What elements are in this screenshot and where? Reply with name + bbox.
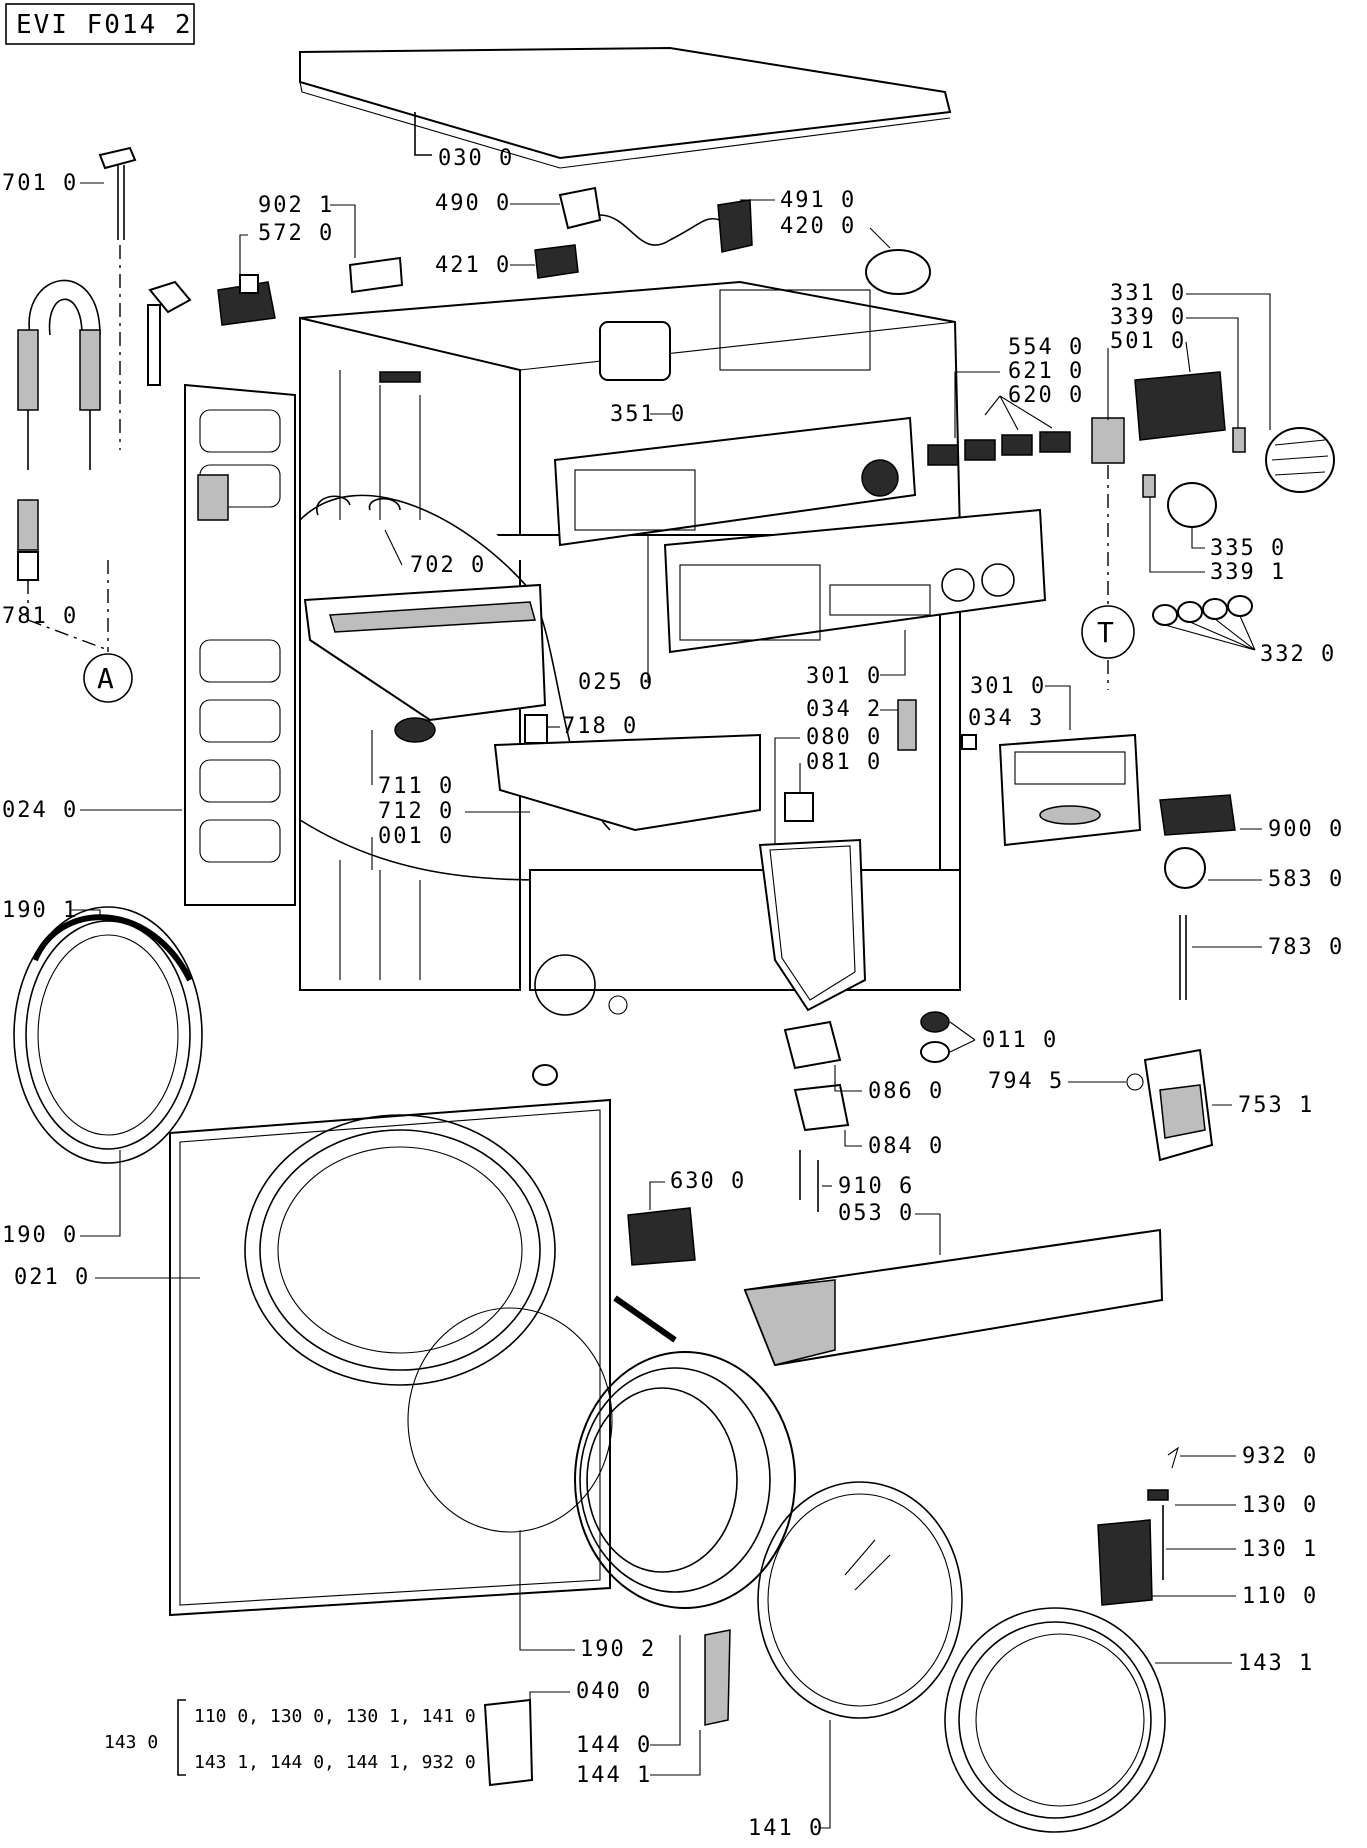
label-081-0: 081 0 xyxy=(806,750,882,775)
marker-a-text: A xyxy=(97,662,116,695)
label-130-0: 130 0 xyxy=(1242,1493,1318,1518)
marker-a: A xyxy=(27,560,133,703)
door-switch-part xyxy=(758,699,977,1012)
label-421-0: 421 0 xyxy=(435,253,511,278)
title-text: EVI F014 2 xyxy=(16,10,193,40)
label-130-1: 130 1 xyxy=(1242,1537,1318,1562)
label-053-0: 053 0 xyxy=(838,1201,914,1226)
hose-assembly-part xyxy=(17,146,137,620)
fascia-panel-part xyxy=(663,508,1047,654)
label-110-0: 110 0 xyxy=(1242,1584,1318,1609)
marker-t: T xyxy=(1081,605,1135,690)
label-900-0: 900 0 xyxy=(1268,817,1344,842)
label-001-0: 001 0 xyxy=(378,824,454,849)
label-572-0: 572 0 xyxy=(258,221,334,246)
front-panel-part xyxy=(169,1098,677,1617)
label-086-0: 086 0 xyxy=(868,1079,944,1104)
group-note-ref: 143 0 xyxy=(104,1732,158,1753)
mains-cable-part xyxy=(534,186,931,295)
group-note: 143 0 110 0, 130 0, 130 1, 141 0 143 1, … xyxy=(104,1699,476,1776)
label-034-2: 034 2 xyxy=(806,697,882,722)
label-190-0: 190 0 xyxy=(2,1223,78,1248)
switch-modules-part xyxy=(927,417,1125,466)
label-630-0: 630 0 xyxy=(670,1169,746,1194)
door-inner-frame-part xyxy=(574,1351,796,1609)
filter-and-screws-part xyxy=(627,1150,1164,1367)
group-note-line2: 143 1, 144 0, 144 1, 932 0 xyxy=(194,1752,476,1773)
label-301-0-a: 301 0 xyxy=(806,664,882,689)
pressure-switch-part xyxy=(1159,794,1236,1000)
label-491-0: 491 0 xyxy=(780,188,856,213)
label-902-1: 902 1 xyxy=(258,193,334,218)
door-handle-part xyxy=(1097,1446,1179,1606)
feet-part xyxy=(532,1011,950,1086)
label-753-1: 753 1 xyxy=(1238,1093,1314,1118)
label-910-6: 910 6 xyxy=(838,1174,914,1199)
label-339-1: 339 1 xyxy=(1210,560,1286,585)
label-011-0: 011 0 xyxy=(982,1028,1058,1053)
label-554-0: 554 0 xyxy=(1008,335,1084,360)
label-583-0: 583 0 xyxy=(1268,867,1344,892)
label-718-0: 718 0 xyxy=(562,714,638,739)
back-panel-part xyxy=(184,383,296,906)
label-621-0: 621 0 xyxy=(1008,359,1084,384)
label-025-0: 025 0 xyxy=(578,670,654,695)
label-141-0: 141 0 xyxy=(748,1816,824,1841)
button-set-part xyxy=(1152,595,1253,626)
label-190-1: 190 1 xyxy=(2,898,78,923)
label-711-0: 711 0 xyxy=(378,774,454,799)
label-021-0: 021 0 xyxy=(14,1265,90,1290)
label-932-0: 932 0 xyxy=(1242,1444,1318,1469)
label-144-1: 144 1 xyxy=(576,1763,652,1788)
label-030-0: 030 0 xyxy=(438,146,514,171)
door-hinge-part xyxy=(483,1629,731,1787)
label-144-0: 144 0 xyxy=(576,1733,652,1758)
label-331-0: 331 0 xyxy=(1110,281,1186,306)
hose-clip-part xyxy=(316,495,401,516)
water-valve-part xyxy=(147,256,404,386)
door-seal-part xyxy=(13,906,203,1164)
label-301-0-b: 301 0 xyxy=(970,674,1046,699)
programmer-part xyxy=(1134,371,1335,528)
label-351-0: 351 0 xyxy=(610,402,686,427)
label-080-0: 080 0 xyxy=(806,725,882,750)
label-420-0: 420 0 xyxy=(780,214,856,239)
marker-t-text: T xyxy=(1097,616,1116,649)
label-712-0: 712 0 xyxy=(378,799,454,824)
label-034-3: 034 3 xyxy=(968,706,1044,731)
label-702-0: 702 0 xyxy=(410,553,486,578)
label-620-0: 620 0 xyxy=(1008,383,1084,408)
door-glass-part xyxy=(757,1481,963,1719)
diagram-title: EVI F014 2 xyxy=(5,3,195,45)
label-490-0: 490 0 xyxy=(435,191,511,216)
label-190-2: 190 2 xyxy=(580,1637,656,1662)
control-panel-frame-part xyxy=(379,371,917,547)
label-783-0: 783 0 xyxy=(1268,935,1344,960)
label-084-0: 084 0 xyxy=(868,1134,944,1159)
label-040-0: 040 0 xyxy=(576,1679,652,1704)
detergent-housing-part xyxy=(303,583,761,832)
hinge-part xyxy=(783,1020,850,1132)
label-335-0: 335 0 xyxy=(1210,536,1286,561)
group-note-line1: 110 0, 130 0, 130 1, 141 0 xyxy=(194,1706,476,1727)
label-701-0: 701 0 xyxy=(2,171,78,196)
label-332-0: 332 0 xyxy=(1260,642,1336,667)
label-339-0: 339 0 xyxy=(1110,305,1186,330)
label-501-0: 501 0 xyxy=(1110,329,1186,354)
label-024-0: 024 0 xyxy=(2,798,78,823)
door-lock-part xyxy=(1126,1048,1214,1162)
label-794-5: 794 5 xyxy=(988,1069,1064,1094)
door-outer-ring-part xyxy=(944,1607,1166,1833)
top-lid-part xyxy=(299,46,952,169)
drawer-front-part xyxy=(998,733,1142,847)
label-143-1: 143 1 xyxy=(1238,1651,1314,1676)
